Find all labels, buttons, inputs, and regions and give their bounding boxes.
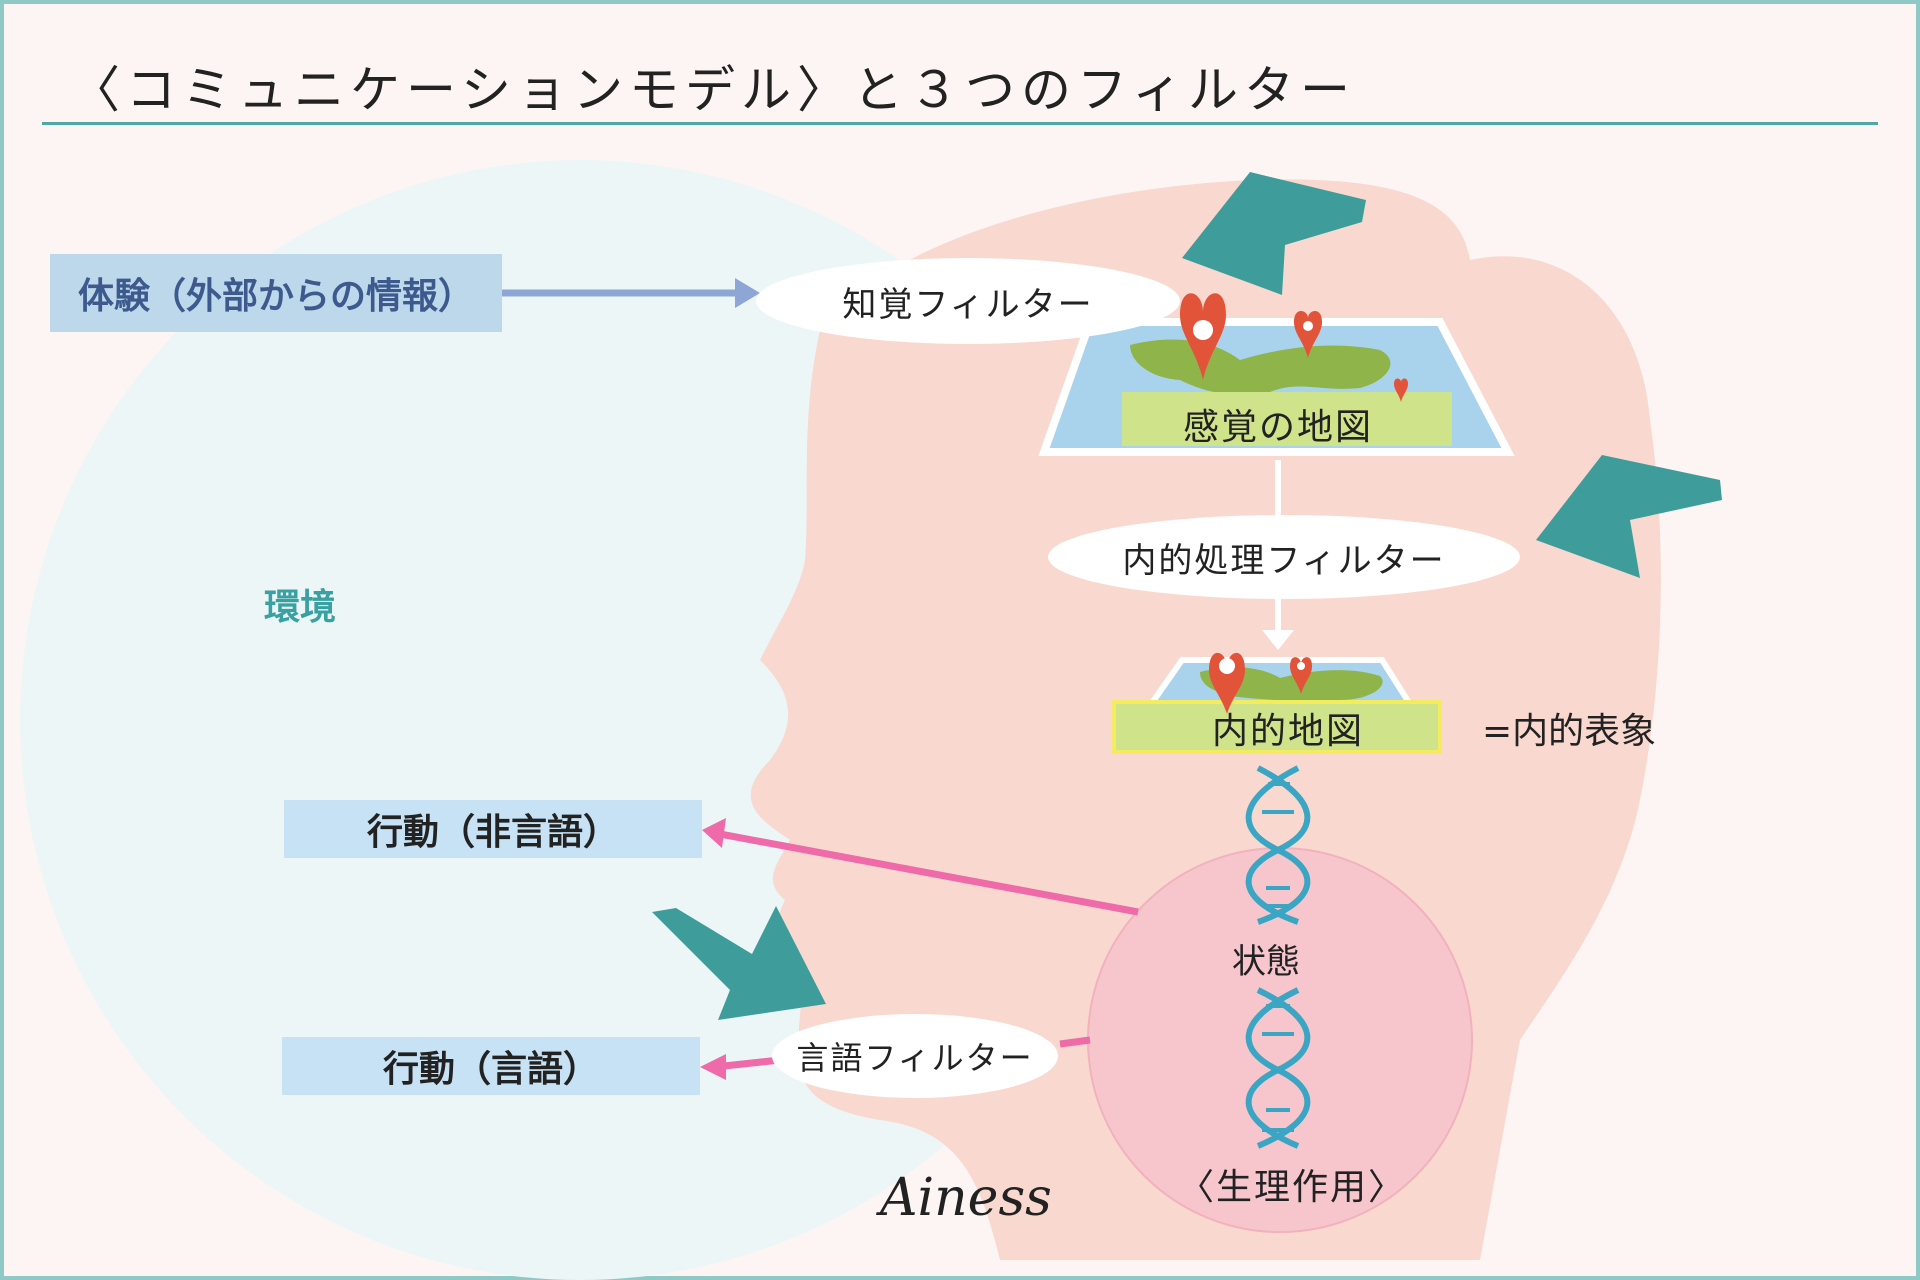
location-pin-icon	[1290, 657, 1312, 694]
location-pin-icon	[1394, 378, 1408, 402]
environment-label: 環境	[264, 587, 337, 628]
language-filter: 言語フィルター	[772, 1014, 1058, 1098]
sensory-map-icon	[1038, 293, 1515, 456]
title-divider	[42, 122, 1878, 125]
nonverbal-arrow	[719, 830, 1139, 916]
experience-box: 体験（外部からの情報）	[50, 254, 502, 332]
dna-helix-icon	[1245, 765, 1311, 925]
nonverbal-arrowhead	[702, 818, 726, 848]
verbal-arrow	[723, 1056, 781, 1070]
location-pin-icon	[1294, 311, 1322, 358]
location-pin-icon	[1180, 293, 1226, 380]
state-to-language-connector	[1059, 1036, 1091, 1048]
location-pin-icon	[1209, 652, 1245, 714]
state-label: 状態	[1232, 942, 1300, 982]
internal-representation-label: =内的表象	[1482, 711, 1657, 752]
physiology-label: 〈生理作用〉	[1178, 1167, 1407, 1208]
teal-arrow-icon	[652, 906, 826, 1020]
experience-arrowhead	[735, 278, 760, 308]
sensory-map-label: 感覚の地図	[1183, 407, 1374, 448]
behavior-nonverbal-box: 行動（非言語）	[284, 800, 702, 858]
verbal-arrowhead	[700, 1054, 726, 1080]
perceptual-filter: 知覚フィルター	[756, 258, 1180, 344]
page-title: 〈コミュニケーションモデル〉と３つのフィルター	[70, 61, 1356, 119]
teal-arrow-icon	[1182, 172, 1366, 295]
signature: Ainess	[880, 1168, 1052, 1228]
internal-map-label: 内的地図	[1212, 711, 1365, 752]
teal-arrow-icon	[1536, 455, 1722, 578]
connector-arrowhead	[1262, 630, 1294, 650]
behavior-verbal-box: 行動（言語）	[282, 1037, 700, 1095]
inner-map-icon	[1112, 652, 1442, 754]
internal-processing-filter: 内的処理フィルター	[1048, 515, 1520, 599]
dna-helix-icon	[1245, 987, 1311, 1149]
